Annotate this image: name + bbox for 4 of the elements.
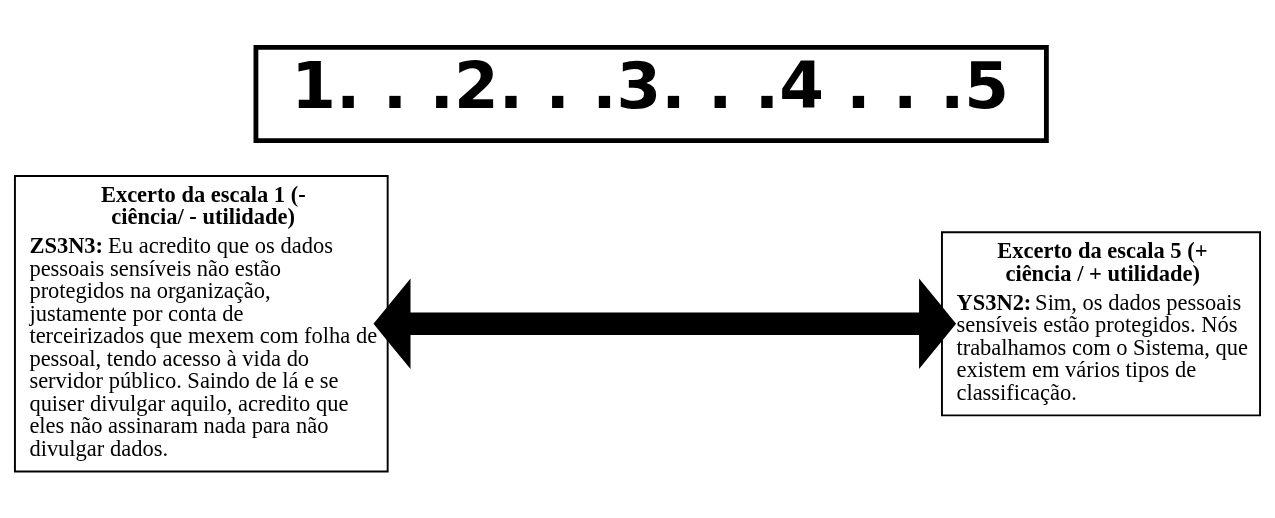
node-box: Excerto da escala 1 (- ciência/ - utilidade) ZS3N3: Eu acredito que os dados pessoais sensíveis não estão protegidos na organização, justamente por conta de terceirizados que mexem com folha de pessoal, tendo acesso à vida do servidor público. Saindo de lá e se quiser divulgar aquilo, acredito que eles não assinaram nada para não divulgar dados. bbox=[13, 174, 389, 473]
arrow bbox=[373, 277, 957, 369]
node-box: Excerto da escala 5 (+ ciência / + utilidade) YS3N2: Sim, os dados pessoais sensíveis estão protegidos. Nós trabalhamos com o Sistema, que existem em vários tipos de classificação. bbox=[941, 230, 1262, 416]
node-box: 1. . .2. . .3. . .4 . . .5 bbox=[253, 44, 1049, 143]
